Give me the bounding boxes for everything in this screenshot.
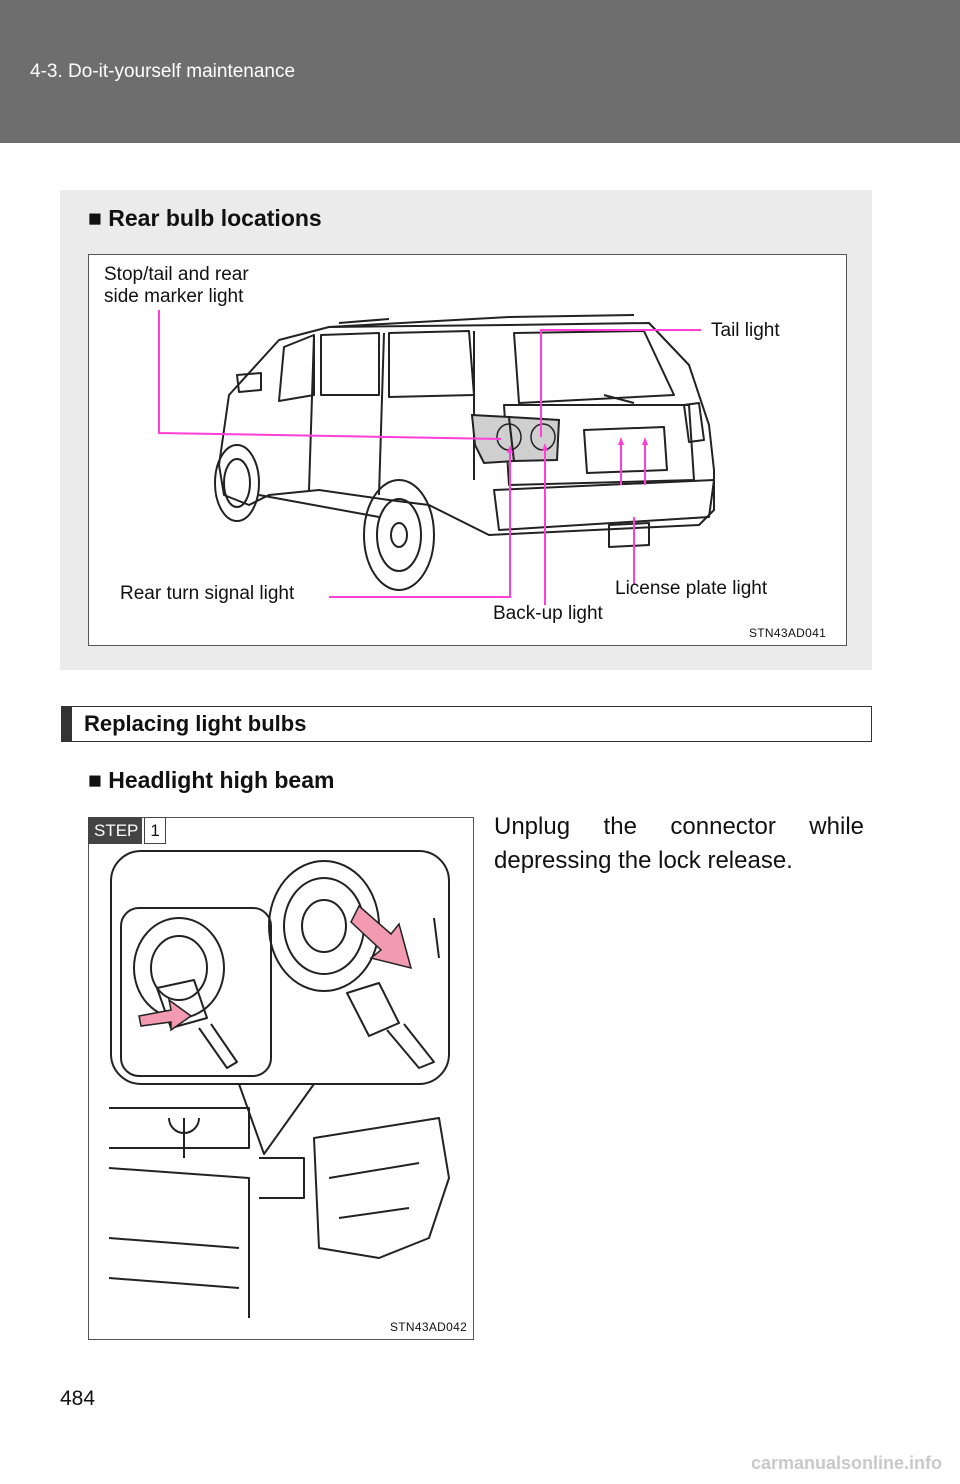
- step1-figure: [88, 817, 474, 1340]
- headlight-connector-illustration: [108, 850, 450, 1318]
- section-heading: Replacing light bulbs: [84, 711, 307, 736]
- figure-code-rear: STN43AD041: [749, 626, 827, 640]
- callout-back-up-light: Back-up light: [493, 603, 603, 624]
- section-heading-bar: [61, 706, 872, 742]
- step-number: 1: [144, 817, 166, 844]
- header-band: [0, 0, 960, 143]
- section-path: 4-3. Do-it-yourself maintenance: [30, 61, 296, 82]
- step-badge: STEP 1: [88, 817, 166, 844]
- page-number: 484: [60, 1387, 96, 1410]
- figure-code-step1: STN43AD042: [390, 1320, 468, 1334]
- callout-license-plate-light: License plate light: [615, 578, 768, 599]
- rear-bulb-heading: ■ Rear bulb locations: [88, 205, 322, 231]
- watermark-text: carmanualsonline.info: [750, 1453, 942, 1473]
- callout-rear-turn-signal: Rear turn signal light: [120, 583, 295, 604]
- watermark-band: [0, 1444, 960, 1484]
- rear-bulb-figure: [88, 254, 847, 646]
- section-heading-tab: [62, 707, 72, 741]
- step1-instruction: Unplug the connector while depressing th…: [494, 813, 864, 874]
- suv-rear-illustration: [158, 310, 715, 605]
- step-label: STEP: [88, 817, 143, 844]
- callout-tail-light: Tail light: [711, 320, 780, 341]
- callout-stop-tail-line2: side marker light: [104, 286, 244, 307]
- headlight-high-beam-heading: ■ Headlight high beam: [88, 767, 335, 793]
- callout-stop-tail-line1: Stop/tail and rear: [104, 264, 249, 285]
